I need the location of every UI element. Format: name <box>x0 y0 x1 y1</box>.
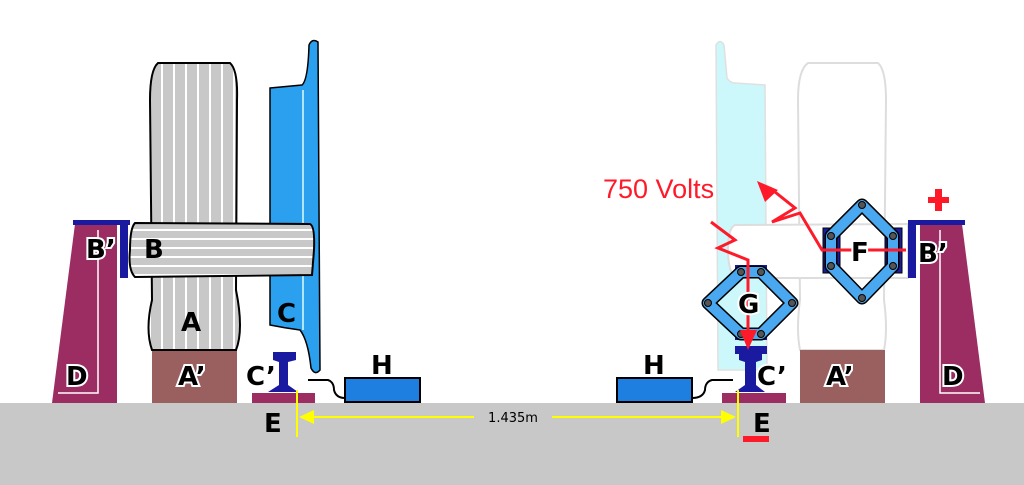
left-cable <box>308 379 346 399</box>
label-c-prime-left: C’ <box>246 362 276 392</box>
right-rail-plate-e <box>722 393 786 403</box>
left-rail-c-prime <box>268 352 298 392</box>
label-h-right: H <box>643 351 665 381</box>
arrow-up-icon <box>757 181 778 202</box>
label-g: G <box>738 290 759 320</box>
voltage-label: 750 Volts <box>603 174 714 204</box>
label-a: A <box>181 308 201 338</box>
negative-sign-icon <box>743 436 769 442</box>
label-h-left: H <box>371 351 393 381</box>
current-path <box>710 186 906 340</box>
label-b-prime-right: B’ <box>918 239 948 269</box>
label-e-left: E <box>264 409 282 439</box>
right-assembly <box>616 40 985 403</box>
arrow-right-icon <box>721 410 736 424</box>
right-support-d <box>920 224 985 403</box>
left-bearing-plate <box>73 220 130 225</box>
label-d-right: D <box>942 362 964 392</box>
left-flange-c <box>269 39 321 374</box>
right-rail-c-prime <box>735 352 765 392</box>
label-b-prime-left: B’ <box>86 235 116 265</box>
label-d-left: D <box>66 362 88 392</box>
left-wheel-a <box>147 62 241 351</box>
left-box-h <box>344 377 421 403</box>
ground <box>0 403 1024 485</box>
arrow-left-icon <box>299 410 314 424</box>
left-bearing-block-a-prime <box>152 350 237 403</box>
label-b: B <box>144 235 164 265</box>
left-assembly <box>52 39 421 403</box>
left-support-d <box>52 224 117 403</box>
arrow-down-icon <box>740 330 757 350</box>
label-f: F <box>851 238 869 268</box>
left-axle-b <box>128 221 316 279</box>
left-rail-plate-e <box>252 393 315 403</box>
label-c: C <box>277 299 296 329</box>
right-cable <box>691 379 733 399</box>
label-c-prime-right: C’ <box>757 362 787 392</box>
right-bearing-plate <box>908 220 965 225</box>
right-box-h <box>616 377 693 403</box>
label-a-prime-left: A’ <box>178 362 206 392</box>
label-a-prime-right: A’ <box>826 362 854 392</box>
gauge-dimension: 1.435m <box>296 390 739 437</box>
right-bearing-block-a-prime <box>800 350 885 403</box>
positive-sign-icon <box>928 189 949 211</box>
right-wheel-a <box>796 62 888 351</box>
label-e-right: E <box>753 409 771 439</box>
gauge-label: 1.435m <box>488 411 538 426</box>
